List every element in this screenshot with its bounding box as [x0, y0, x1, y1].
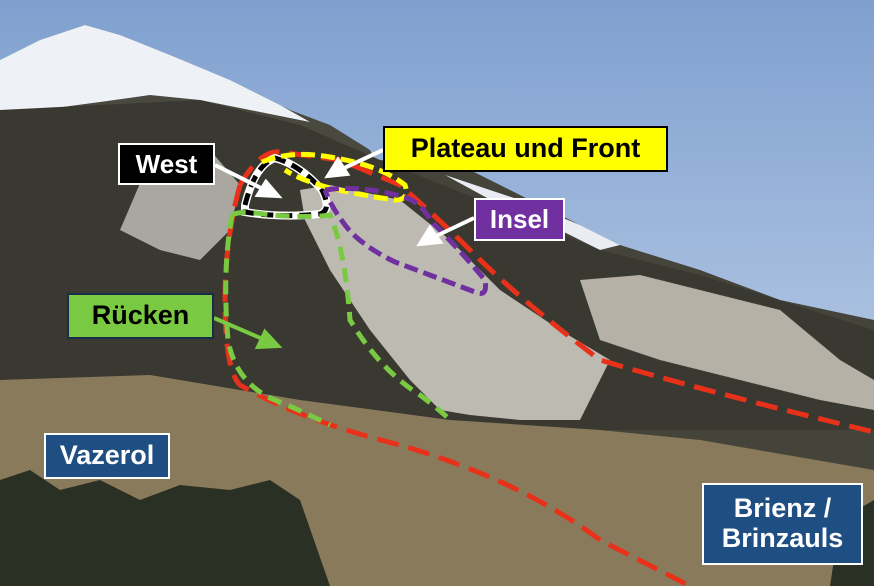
label-brienz-line2: Brinzauls [721, 523, 844, 553]
label-ruecken: Rücken [67, 293, 214, 339]
label-west: West [118, 143, 215, 185]
label-brienz: Brienz / Brinzauls [702, 483, 863, 565]
label-brienz-line1: Brienz / [733, 493, 832, 524]
label-insel: Insel [474, 198, 565, 241]
label-vazerol: Vazerol [44, 433, 170, 479]
label-plateau-und-front: Plateau und Front [383, 126, 668, 172]
